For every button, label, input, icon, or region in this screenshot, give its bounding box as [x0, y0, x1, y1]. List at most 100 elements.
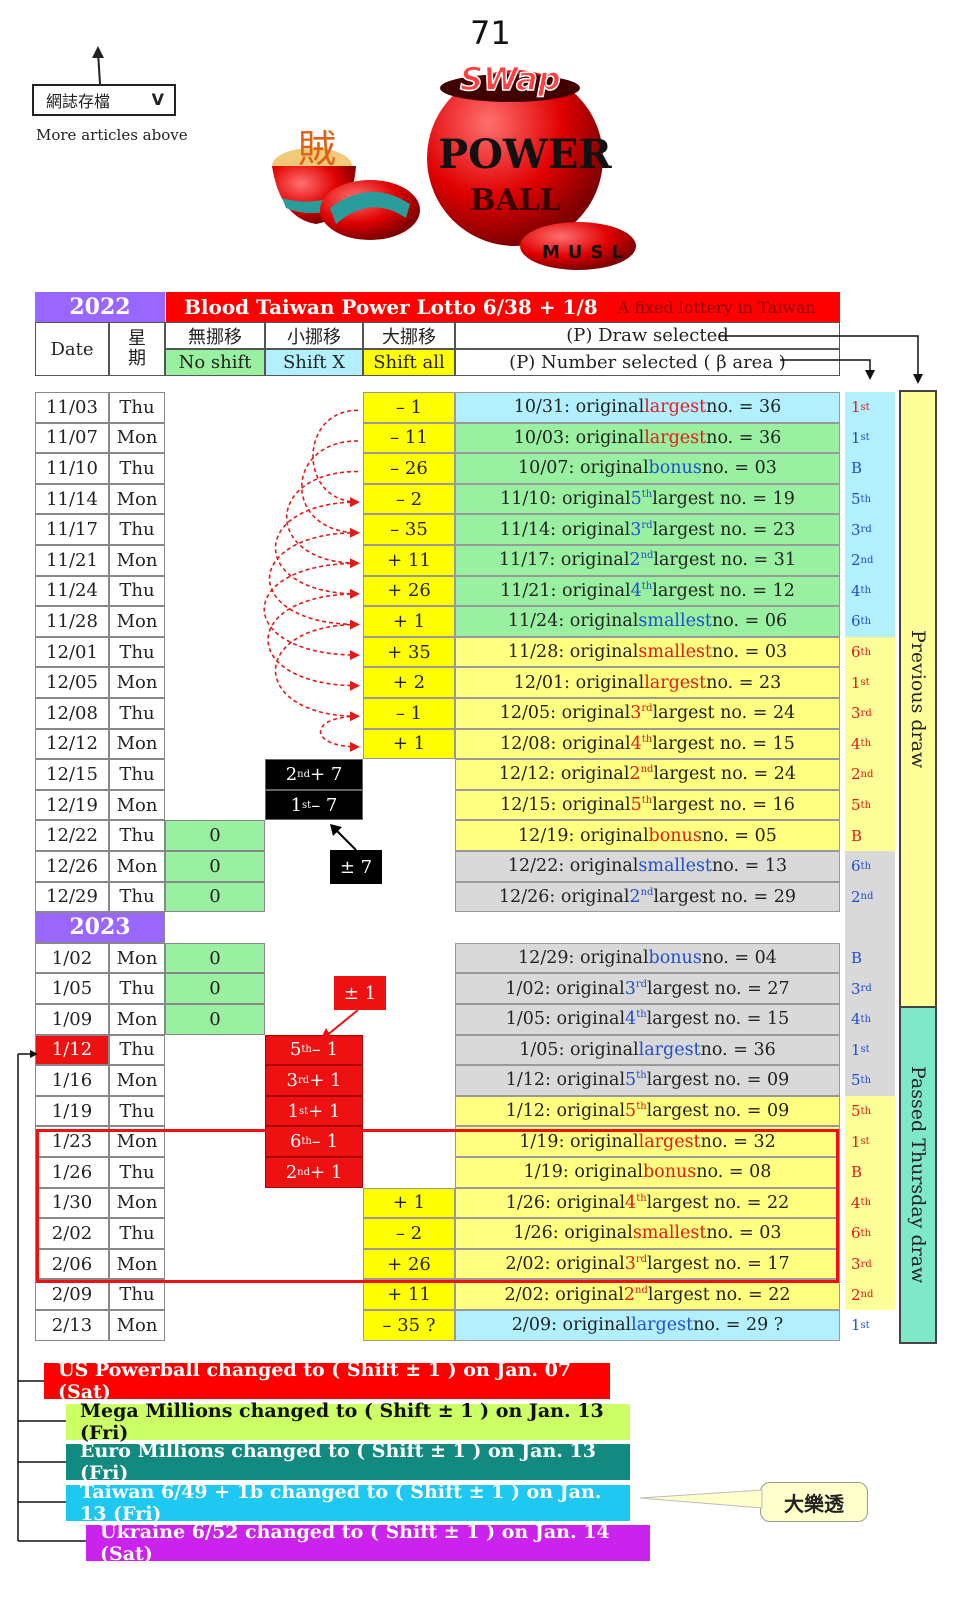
draw-result-cell: 1/05: original largest no. = 36	[455, 1034, 840, 1066]
draw-result-cell: 12/22: original smallest no. = 13	[455, 851, 840, 882]
lottery-banner: Taiwan 6/49 + 1b changed to ( Shift ± 1 …	[66, 1481, 630, 1525]
thief-char: 賊	[298, 127, 336, 171]
weekday-cell: Mon	[109, 1187, 165, 1219]
shift-all-cell: + 11	[363, 545, 455, 576]
date-cell: 12/26	[35, 851, 109, 882]
weekday-cell: Mon	[109, 1065, 165, 1096]
weekday-cell: Thu	[109, 514, 165, 545]
big-lotto-note: 大樂透	[760, 1482, 868, 1522]
date-cell: 1/23	[35, 1126, 109, 1157]
date-cell: 11/10	[35, 453, 109, 484]
draw-result-cell: 1/26: original 4th largest no. = 22	[455, 1187, 840, 1219]
date-cell: 11/28	[35, 606, 109, 637]
shift-all-cell: + 1	[363, 728, 455, 760]
weekday-cell: Thu	[109, 1095, 165, 1127]
title-text: Blood Taiwan Power Lotto 6/38 + 1/8	[184, 295, 598, 319]
weekday-cell: Mon	[109, 789, 165, 821]
chevron-down-icon[interactable]: V	[151, 90, 164, 109]
logo-swap: SWap	[460, 60, 561, 98]
shift-all-cell: + 26	[363, 575, 455, 607]
draw-result-cell: 11/10: original 5th largest no. = 19	[455, 483, 840, 515]
powerball-logo: 賊 SWap POWER BALL MUSL	[272, 59, 636, 270]
weekday-cell: Thu	[109, 575, 165, 607]
arrow-head	[350, 680, 360, 691]
previous-draw-label: Previous draw	[899, 390, 937, 1008]
lottery-banner: US Powerball changed to ( Shift ± 1 ) on…	[44, 1359, 610, 1403]
row-marker: B	[845, 1157, 895, 1188]
passed-thursday-draw-label: Passed Thursday draw	[899, 1006, 937, 1344]
more-articles-link[interactable]: More articles above	[36, 126, 188, 144]
arrow-head	[350, 650, 360, 661]
archive-dropdown[interactable]: 網誌存檔 V	[32, 84, 176, 116]
weekday-cell: Mon	[109, 545, 165, 576]
no-shift-cell: 0	[165, 881, 265, 913]
weekday-cell: Mon	[109, 1126, 165, 1157]
year-row: 2023	[35, 912, 840, 943]
weekday-cell: Thu	[109, 392, 165, 423]
draw-result-cell: 12/08: original 4th largest no. = 15	[455, 728, 840, 760]
lottery-banner: Euro Millions changed to ( Shift ± 1 ) o…	[66, 1440, 630, 1484]
date-cell: 1/12	[35, 1034, 109, 1066]
shift-arrow	[263, 562, 359, 656]
date-cell: 2/02	[35, 1218, 109, 1249]
shift-all-cell: – 35 ?	[363, 1310, 455, 1341]
shift-all-header: Shift all	[363, 349, 455, 376]
pm1-callout: ± 1	[334, 976, 386, 1010]
draw-result-cell: 12/19: original bonus no. = 05	[455, 820, 840, 851]
shift-all-cell: – 2	[363, 483, 455, 515]
archive-label: 網誌存檔	[46, 92, 111, 111]
date-cell: 1/16	[35, 1065, 109, 1096]
weekday-cell: Thu	[109, 1279, 165, 1310]
draw-result-cell: 2/02: original 2nd largest no. = 22	[455, 1279, 840, 1310]
logo-musl: MUSL	[542, 242, 631, 263]
lottery-banner: Ukraine 6/52 changed to ( Shift ± 1 ) on…	[86, 1521, 650, 1565]
draw-result-cell: 10/31: original largest no. = 36	[455, 392, 840, 423]
shift-arrow	[274, 623, 359, 718]
weekday-cell: Thu	[109, 759, 165, 790]
year-2023-header: 2023	[35, 912, 165, 943]
shift-all-cell: + 1	[363, 606, 455, 637]
date-cell: 11/17	[35, 514, 109, 545]
weekday-cell: Mon	[109, 851, 165, 882]
date-cell: 1/05	[35, 973, 109, 1004]
date-cell: 12/22	[35, 820, 109, 851]
date-cell: 12/19	[35, 789, 109, 821]
shift-all-cell: – 11	[363, 422, 455, 454]
note-pointer	[640, 1489, 763, 1509]
weekday-cell: Thu	[109, 453, 165, 484]
weekday-cell: Mon	[109, 667, 165, 698]
shift-arrow	[319, 715, 359, 748]
weekday-cell: Mon	[109, 1004, 165, 1035]
number-selected-header: (P) Number selected ( β area )	[455, 349, 840, 376]
